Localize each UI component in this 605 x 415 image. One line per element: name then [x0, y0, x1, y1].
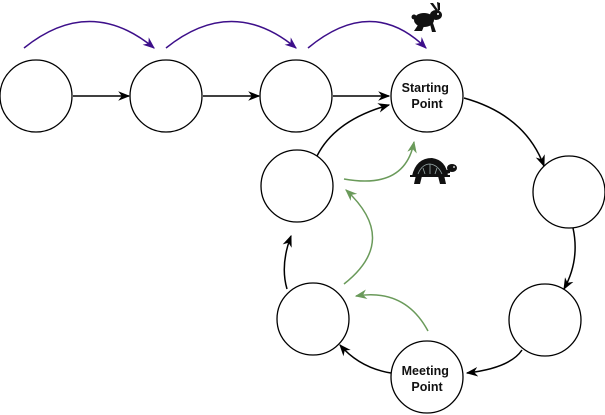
- edge-start-c1: [463, 97, 545, 168]
- node-n1: [0, 59, 73, 133]
- node-meet: [390, 340, 464, 414]
- hare-jumps: [23, 20, 427, 49]
- nodes: [0, 59, 605, 414]
- hare-jump-3: [307, 20, 427, 49]
- edges: [73, 91, 576, 377]
- node-c1: [532, 155, 605, 229]
- node-n2: [129, 59, 203, 133]
- tortoise-step-2: [343, 189, 374, 285]
- edge-c4-c5: [282, 234, 292, 290]
- node-start-label: Starting Point: [402, 81, 453, 111]
- node-meet-label: Meeting Point: [402, 364, 453, 394]
- hare-jump-2: [165, 20, 297, 49]
- turtle-icon: [410, 158, 457, 184]
- node-c2: [508, 283, 582, 357]
- edge-c5-start: [316, 103, 391, 157]
- node-c5: [260, 149, 334, 223]
- tortoise-step-3: [343, 140, 417, 182]
- edge-c1-c2: [563, 227, 576, 291]
- node-c4: [276, 282, 350, 356]
- node-n3: [259, 59, 333, 133]
- node-start: [390, 59, 464, 133]
- rabbit-icon: [411, 2, 442, 32]
- hare-jump-1: [23, 20, 155, 49]
- edge-c2-meet: [465, 349, 523, 377]
- tortoise-steps: [343, 140, 429, 332]
- edge-meet-c4: [339, 344, 392, 374]
- tortoise-step-1: [354, 289, 429, 332]
